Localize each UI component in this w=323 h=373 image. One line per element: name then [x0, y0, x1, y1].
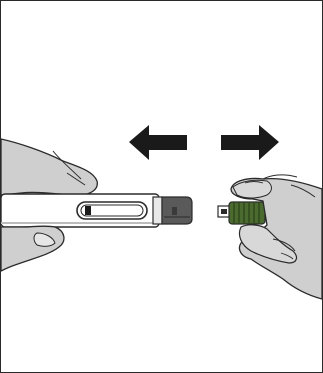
arrow-right-icon — [221, 125, 279, 160]
left-hand-icon — [1, 138, 98, 196]
arrow-left-icon — [129, 125, 187, 160]
pen-needle-icon — [217, 201, 266, 225]
left-thumb-icon — [1, 225, 65, 272]
right-hand-icon — [230, 174, 322, 300]
injection-pen-icon — [1, 193, 193, 228]
